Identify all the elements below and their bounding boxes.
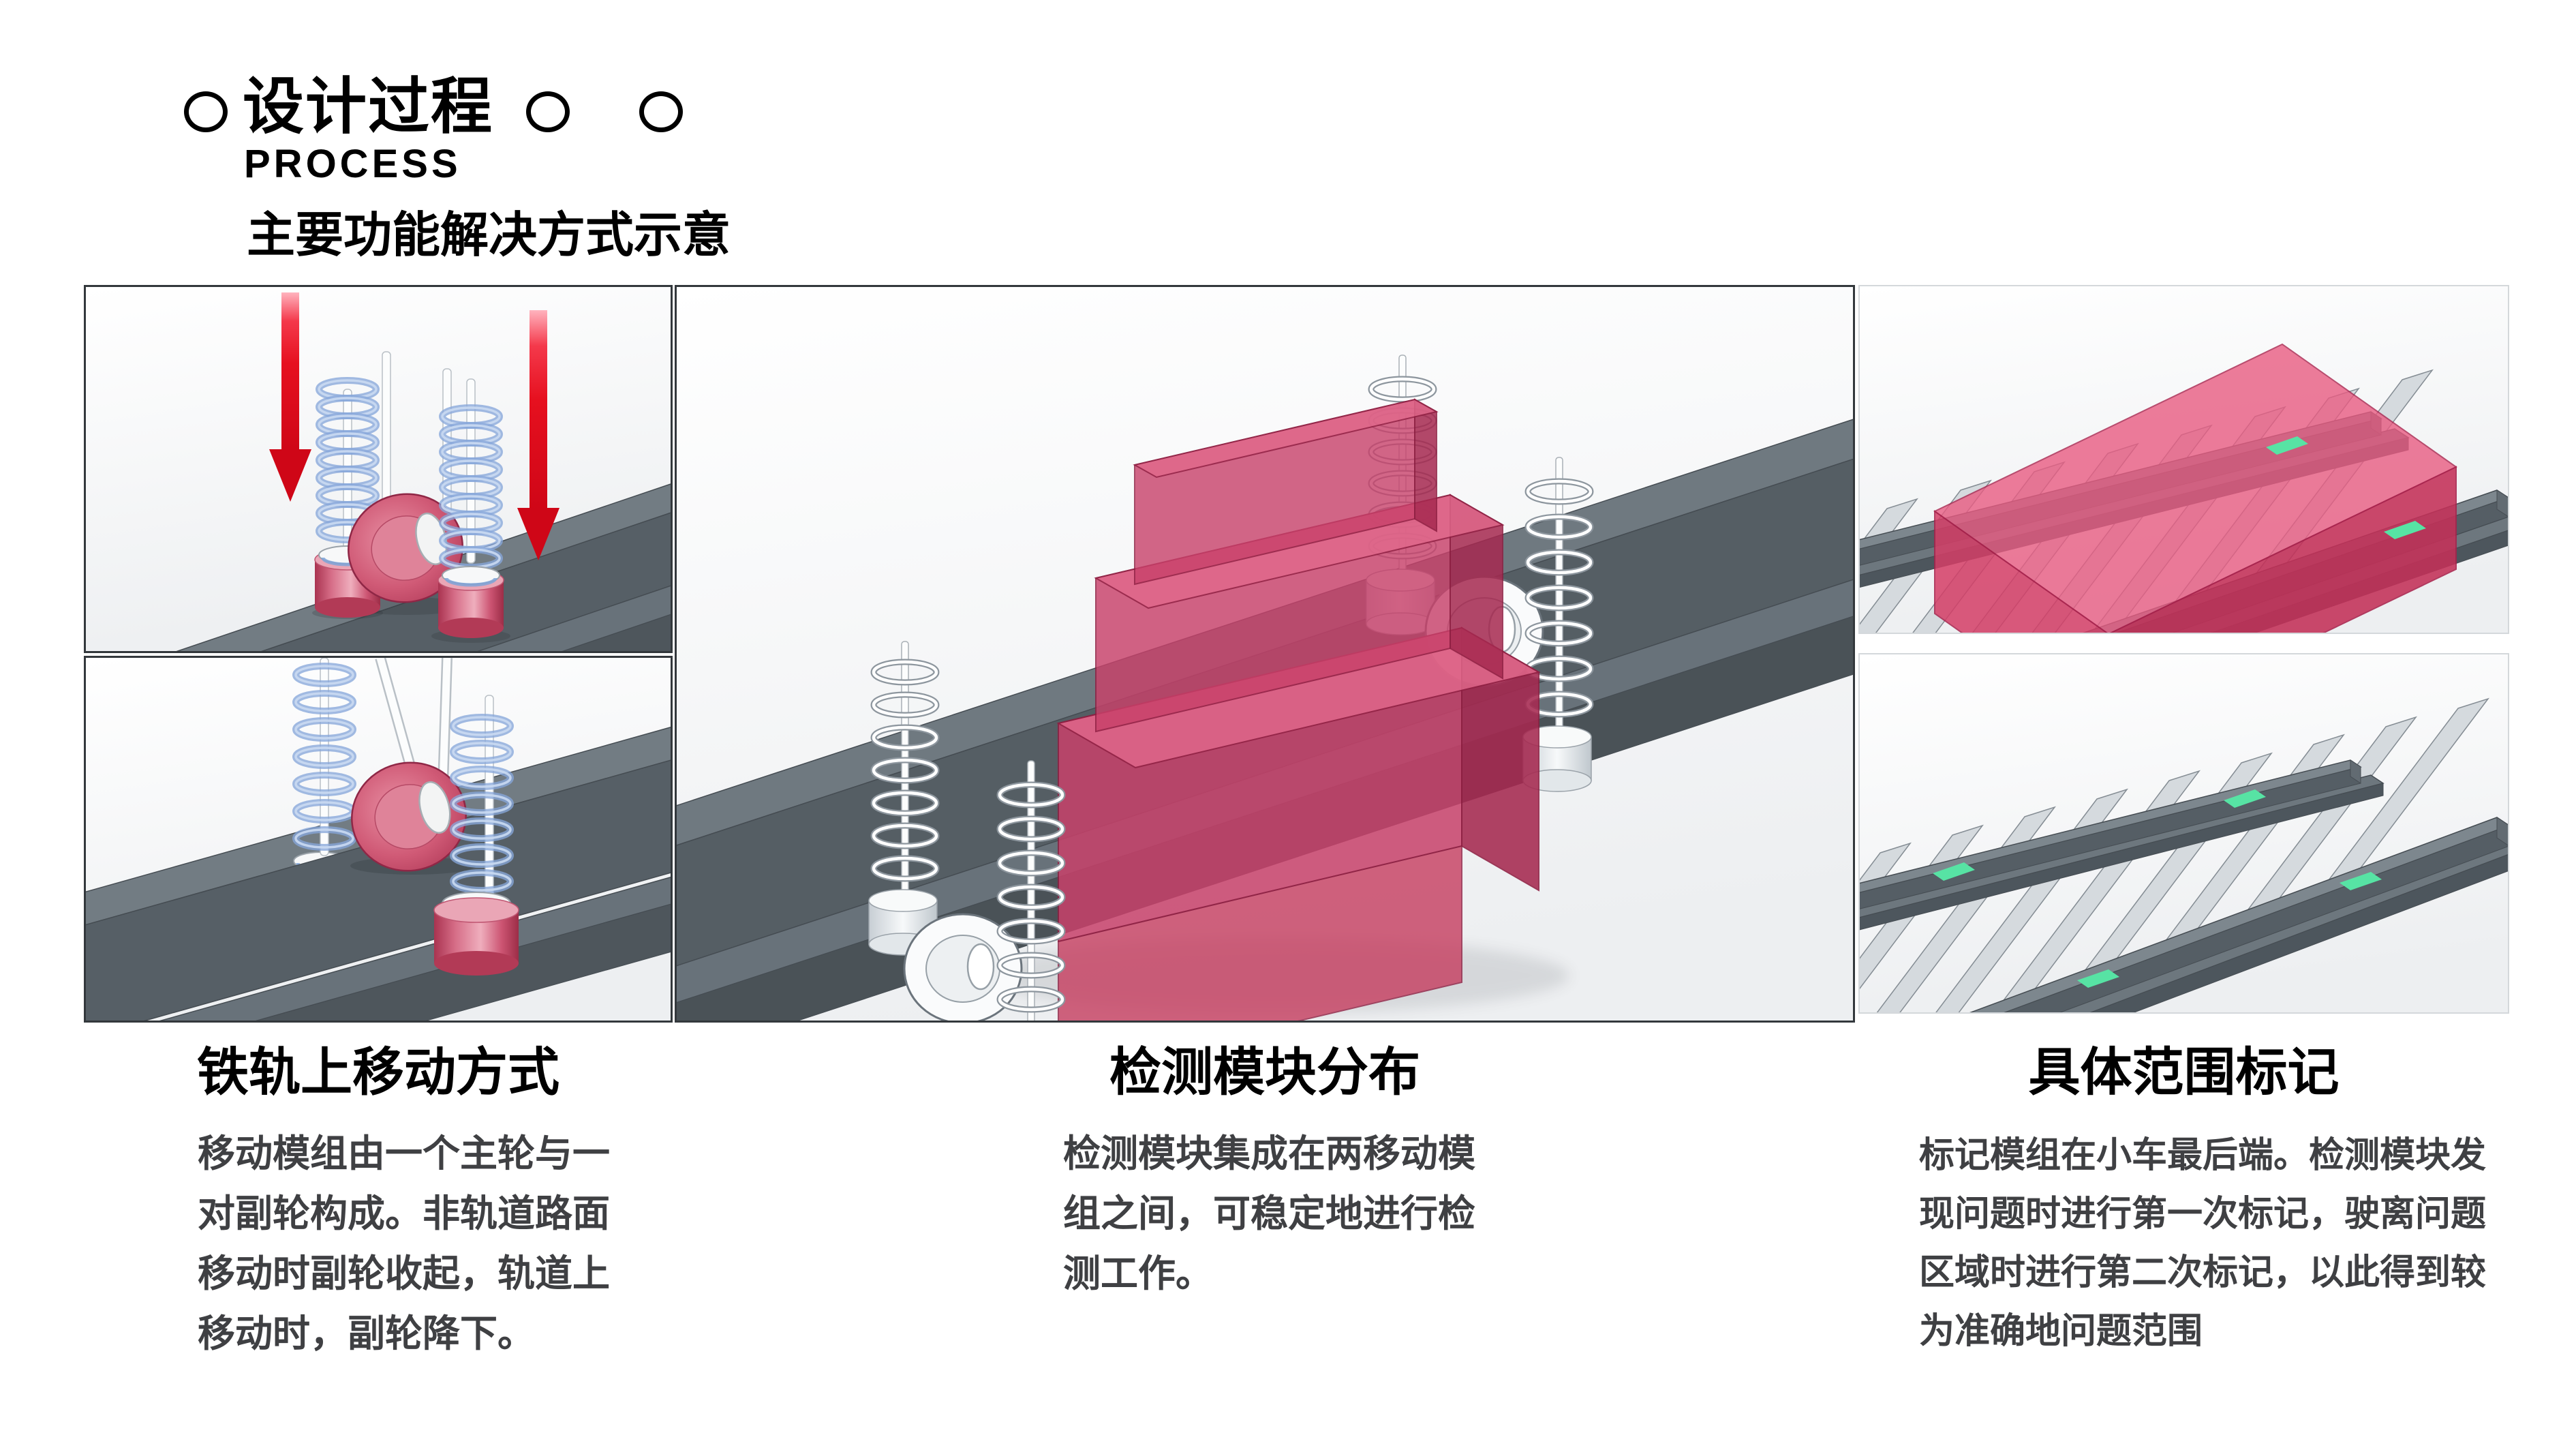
page-subtitle: 主要功能解决方式示意 (247, 209, 731, 262)
pink-cylinder-wheel (438, 567, 504, 638)
caption-body-detection-module: 检测模块集成在两移动模 组之间，可稳定地进行检 测工作。 (1063, 1132, 1476, 1295)
detection-module-pink (1056, 398, 1541, 1021)
caption-body-rail-movement: 移动模组由一个主轮与一 对副轮构成。非轨道路面 移动时副轮收起，轨道上 移动时，… (198, 1132, 611, 1355)
page-title-en: PROCESS (244, 142, 461, 186)
panel-marked-track (1858, 653, 2509, 1014)
down-arrow-icon (517, 310, 559, 560)
cart-volume-pink (1933, 343, 2457, 633)
panel-cart-on-track (1858, 285, 2509, 634)
cart-volume-render (1860, 286, 2508, 633)
spring-rod-icon (320, 658, 329, 856)
caption-body-range-marking: 标记模组在小车最后端。检测模块发 现问题时进行第一次标记，驶离问题 区域时进行第… (1919, 1136, 2487, 1351)
far-rail (1860, 759, 2385, 931)
wheel-module-arrows-render (86, 287, 671, 651)
decor-circle-icon (526, 91, 570, 132)
module-top-top (1133, 398, 1439, 479)
page-title: 设计过程 (243, 73, 493, 141)
spring-rod-icon (1555, 457, 1563, 731)
panel-detection-module (675, 285, 1855, 1023)
decor-circle-icon (184, 91, 228, 132)
sub-wheel-right (438, 378, 504, 638)
detection-module-render (677, 287, 1853, 1021)
decor-circle-icon (639, 91, 683, 132)
module-top-right (1414, 398, 1437, 532)
sub-wheel-right-lowered (433, 695, 519, 976)
wheel-assembly-left (868, 641, 1062, 1021)
caption-title-range-marking: 具体范围标记 (2028, 1044, 2340, 1102)
panel-wheel-springs-extended (84, 656, 673, 1023)
caption-title-rail-movement: 铁轨上移动方式 (197, 1044, 559, 1102)
cart-top-face (1933, 343, 2457, 633)
marked-track-render (1860, 654, 2508, 1012)
down-arrow-icon (269, 292, 311, 502)
wheel-module-extended-render (86, 658, 671, 1021)
sub-wheel-left (315, 380, 380, 618)
spring-icon-left-extended (296, 658, 353, 856)
near-rail (1969, 817, 2508, 1012)
caption-title-detection-module: 检测模块分布 (1109, 1044, 1420, 1102)
panel-wheel-arrows (84, 285, 673, 653)
spring-rod-icon (1027, 760, 1035, 1021)
